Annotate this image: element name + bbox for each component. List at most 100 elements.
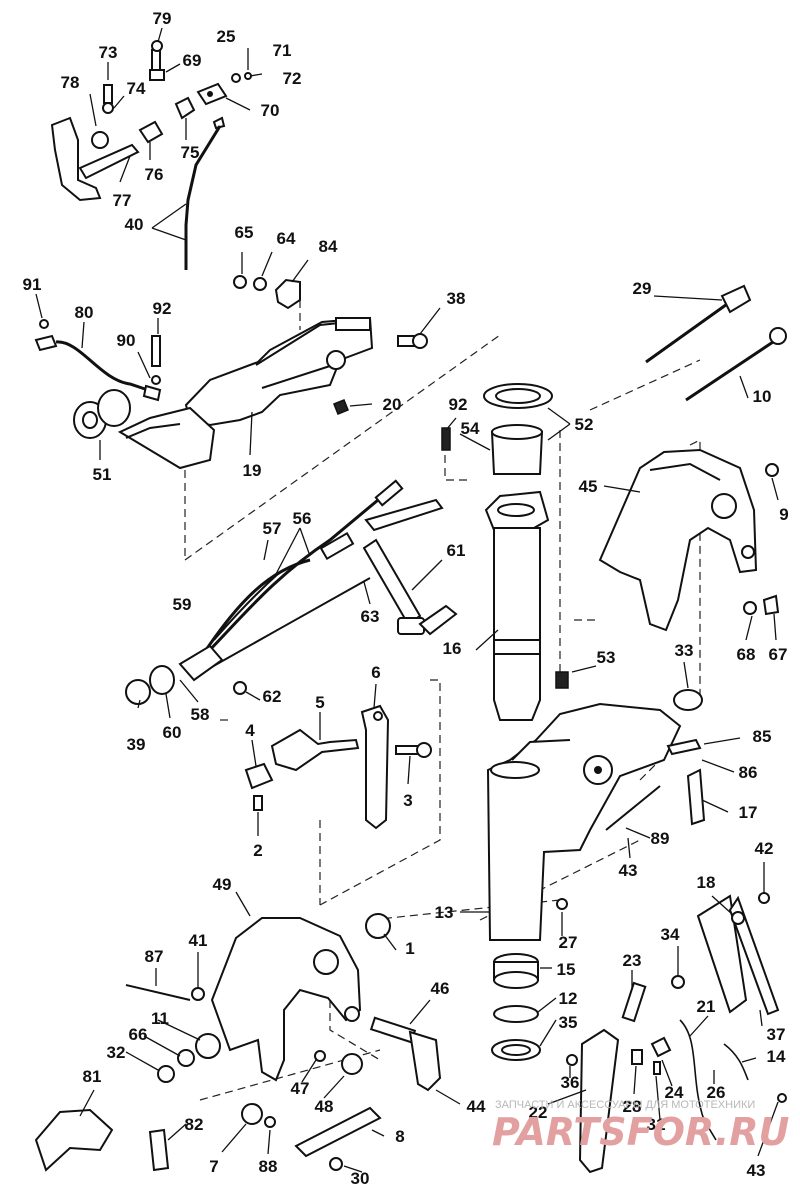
callout-23: 23 [623,951,642,970]
callout-29: 29 [633,279,652,298]
callout-61: 61 [447,541,466,560]
callout-4: 4 [245,721,255,740]
callout-74: 74 [127,79,146,98]
callout-76: 76 [145,165,164,184]
wiring-harness [125,479,458,705]
callout-45: 45 [579,477,598,496]
clamp-bracket-right [598,448,780,632]
callout-66: 66 [129,1025,148,1044]
callout-92: 92 [449,395,468,414]
callout-7: 7 [209,1157,218,1176]
callout-75: 75 [181,143,200,162]
callout-19: 19 [243,461,262,480]
callout-72: 72 [283,69,302,88]
callout-60: 60 [163,723,182,742]
callout-26: 26 [707,1083,726,1102]
callout-42: 42 [755,839,774,858]
swivel-cover-group [117,316,428,470]
callout-47: 47 [291,1079,310,1098]
callout-88: 88 [259,1157,278,1176]
callout-13: 13 [435,903,454,922]
callout-56: 56 [293,509,312,528]
callout-71: 71 [273,41,292,60]
callout-92: 92 [153,299,172,318]
callout-84: 84 [319,237,338,256]
callout-62: 62 [263,687,282,706]
watermark-caption: ЗАПЧАСТИ И АКСЕССУАРЫ ДЛЯ МОТОТЕХНИКИ [495,1099,755,1111]
callout-6: 6 [371,663,380,682]
tilt-lock-group [566,892,787,1174]
callout-73: 73 [99,43,118,62]
small-hardware-top [233,275,301,310]
callout-68: 68 [737,645,756,664]
callout-82: 82 [185,1115,204,1134]
callout-53: 53 [597,648,616,667]
callout-22: 22 [529,1103,548,1122]
callout-59: 59 [173,595,192,614]
watermark-logo: PARTSFOR.RU [492,1110,790,1154]
callout-43: 43 [619,861,638,880]
callout-3: 3 [403,791,412,810]
callout-35: 35 [559,1013,578,1032]
callout-86: 86 [739,763,758,782]
callout-65: 65 [235,223,254,242]
callout-39: 39 [127,735,146,754]
callout-18: 18 [697,873,716,892]
callout-51: 51 [93,465,112,484]
callout-89: 89 [651,829,670,848]
bottom-left-hardware [34,1103,382,1172]
callout-34: 34 [661,925,680,944]
callout-44: 44 [467,1097,486,1116]
callout-85: 85 [753,727,772,746]
callout-37: 37 [767,1025,786,1044]
clamp-bracket-left [125,913,391,1083]
callout-52: 52 [575,415,594,434]
callout-43: 43 [747,1161,766,1180]
bushings-stack [491,953,541,1061]
callout-58: 58 [191,705,210,724]
callout-57: 57 [263,519,282,538]
callout-8: 8 [395,1127,404,1146]
callout-27: 27 [559,933,578,952]
tilt-adjust-screw [369,1016,442,1092]
callout-25: 25 [217,27,236,46]
callout-11: 11 [151,1009,169,1028]
callout-81: 81 [83,1067,102,1086]
callout-64: 64 [277,229,296,248]
callout-78: 78 [61,73,80,92]
callout-16: 16 [443,639,462,658]
callout-20: 20 [383,395,402,414]
callout-77: 77 [113,191,132,210]
callout-9: 9 [779,505,788,524]
throttle-lever-group [50,40,263,270]
swivel-housing [486,689,706,941]
steering-tube-group [441,383,569,721]
callout-46: 46 [431,979,450,998]
callout-38: 38 [447,289,466,308]
callout-91: 91 [23,275,42,294]
callout-48: 48 [315,1097,334,1116]
callout-12: 12 [559,989,578,1008]
callout-54: 54 [461,419,480,438]
tilt-rods [645,284,787,402]
callout-17: 17 [739,803,758,822]
callout-33: 33 [675,641,694,660]
callout-49: 49 [213,875,232,894]
callout-80: 80 [75,303,94,322]
assembly-guide-lines [184,300,701,1101]
callout-63: 63 [361,607,380,626]
callout-90: 90 [117,331,136,350]
callout-28: 28 [623,1097,642,1116]
callout-70: 70 [261,101,280,120]
callout-15: 15 [557,960,576,979]
callout-32: 32 [107,1043,126,1062]
callout-30: 30 [351,1169,370,1188]
callout-41: 41 [189,931,208,950]
callout-leaders [35,27,779,1173]
callout-87: 87 [145,947,164,966]
callout-69: 69 [183,51,202,70]
callout-79: 79 [153,9,172,28]
callout-14: 14 [767,1047,786,1066]
